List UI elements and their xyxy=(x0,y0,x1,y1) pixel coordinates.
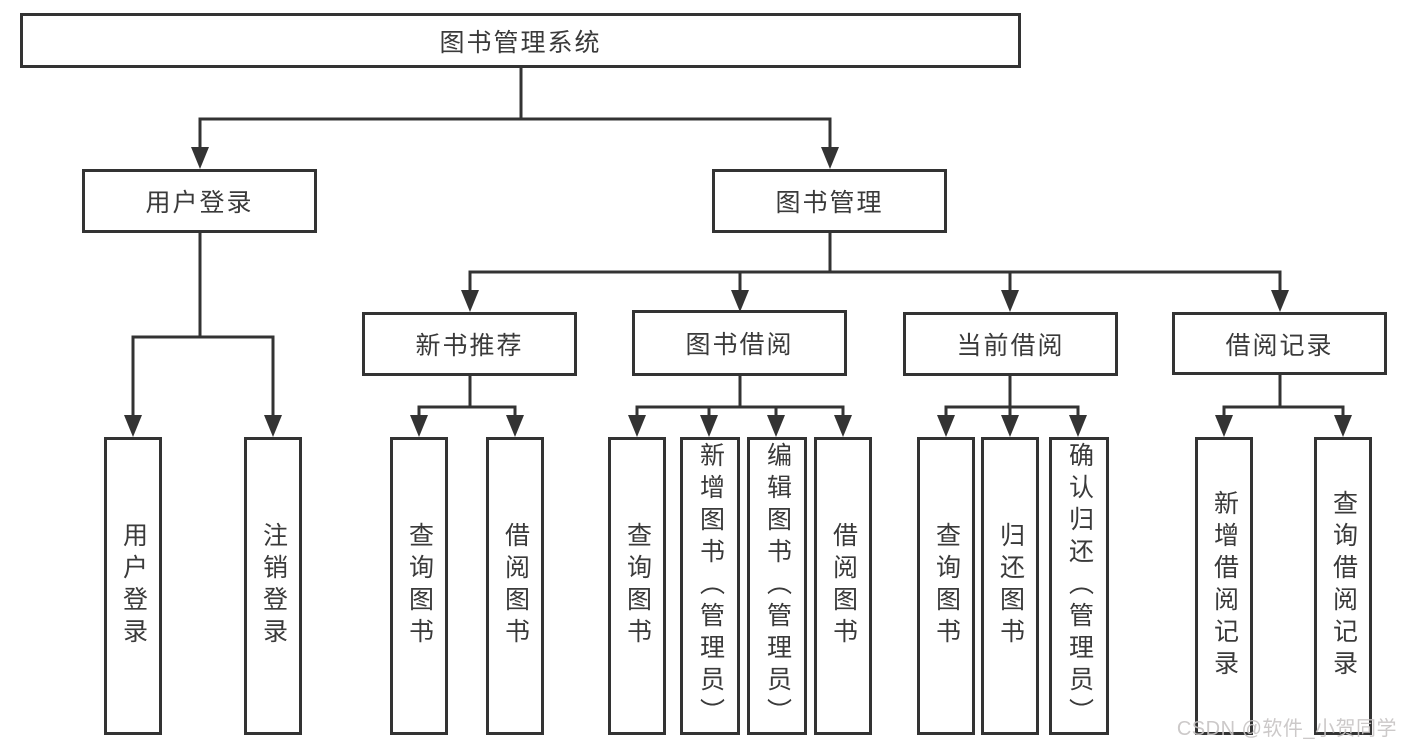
leaf-label: 查询图书 xyxy=(405,522,434,650)
arrow-down-icon xyxy=(1271,290,1289,312)
leaf-label: 新增图书（管理员） xyxy=(696,442,725,730)
node-book-management: 图书管理 xyxy=(712,169,947,233)
connector-borrow-records-to-children xyxy=(1215,375,1352,437)
leaf-borrow-books-recommend: 借阅图书 xyxy=(486,437,544,735)
watermark-text: CSDN @软件_小贺同学 xyxy=(1176,718,1397,740)
leaf-borrow-books-borrow: 借阅图书 xyxy=(814,437,872,735)
leaf-add-borrow-record: 新增借阅记录 xyxy=(1195,437,1253,735)
arrow-down-icon xyxy=(410,415,428,437)
arrow-down-icon xyxy=(124,415,142,437)
arrow-down-icon xyxy=(821,147,839,169)
connector-current-borrow-to-children xyxy=(937,376,1087,437)
arrow-down-icon xyxy=(767,415,785,437)
leaf-label: 查询借阅记录 xyxy=(1329,490,1358,682)
leaf-label: 确认归还（管理员） xyxy=(1065,442,1094,730)
arrow-down-icon xyxy=(834,415,852,437)
arrow-down-icon xyxy=(628,415,646,437)
arrow-down-icon xyxy=(1001,290,1019,312)
leaf-label: 新增借阅记录 xyxy=(1210,490,1239,682)
arrow-down-icon xyxy=(1001,415,1019,437)
leaf-label: 查询图书 xyxy=(623,522,652,650)
leaf-confirm-return-admin: 确认归还（管理员） xyxy=(1049,437,1109,735)
leaf-label: 借阅图书 xyxy=(501,522,530,650)
leaf-edit-books-admin: 编辑图书（管理员） xyxy=(747,437,807,735)
arrow-down-icon xyxy=(461,290,479,312)
arrow-down-icon xyxy=(1334,415,1352,437)
leaf-query-books-recommend: 查询图书 xyxy=(390,437,448,735)
leaf-add-books-admin: 新增图书（管理员） xyxy=(680,437,740,735)
leaf-user-login: 用户登录 xyxy=(104,437,162,735)
node-borrow-records: 借阅记录 xyxy=(1172,312,1387,375)
node-book-borrow: 图书借阅 xyxy=(632,310,847,376)
arrow-down-icon xyxy=(700,415,718,437)
arrow-down-icon xyxy=(731,290,749,312)
leaf-label: 借阅图书 xyxy=(829,522,858,650)
connector-root-to-level2 xyxy=(191,68,839,169)
leaf-query-books-borrow: 查询图书 xyxy=(608,437,666,735)
leaf-label: 归还图书 xyxy=(996,522,1025,650)
leaf-label: 查询图书 xyxy=(932,522,961,650)
arrow-down-icon xyxy=(191,147,209,169)
node-user-login: 用户登录 xyxy=(82,169,317,233)
connector-new-book-recommend-to-children xyxy=(410,376,524,437)
node-new-book-recommend: 新书推荐 xyxy=(362,312,577,376)
leaf-logout: 注销登录 xyxy=(244,437,302,735)
arrow-down-icon xyxy=(506,415,524,437)
leaf-query-books-current: 查询图书 xyxy=(917,437,975,735)
leaf-label: 注销登录 xyxy=(259,522,288,650)
node-current-borrow: 当前借阅 xyxy=(903,312,1118,376)
node-root-book-management-system: 图书管理系统 xyxy=(20,13,1021,68)
leaf-query-borrow-record: 查询借阅记录 xyxy=(1314,437,1372,735)
arrow-down-icon xyxy=(937,415,955,437)
leaf-return-books: 归还图书 xyxy=(981,437,1039,735)
leaf-label: 编辑图书（管理员） xyxy=(763,442,792,730)
arrow-down-icon xyxy=(1215,415,1233,437)
arrow-down-icon xyxy=(1069,415,1087,437)
connector-book-borrow-to-children xyxy=(628,376,852,437)
arrow-down-icon xyxy=(264,415,282,437)
leaf-label: 用户登录 xyxy=(119,522,148,650)
connector-book-management-to-level3 xyxy=(461,233,1289,312)
connector-user-login-to-children xyxy=(124,233,282,437)
